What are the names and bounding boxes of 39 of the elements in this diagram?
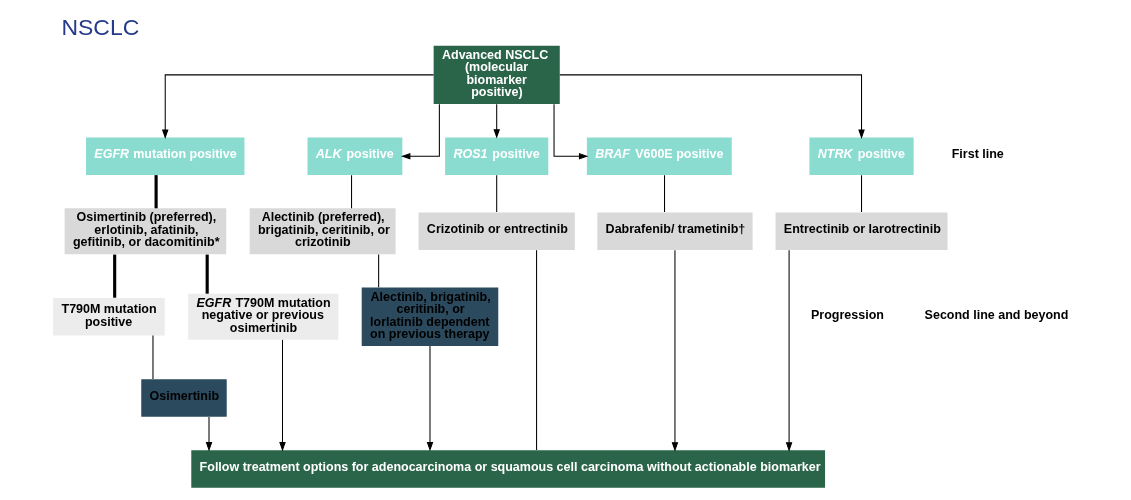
label: Second line and beyond [924, 307, 1069, 322]
node-box: Dabrafenib/ trametinib† [597, 212, 753, 250]
node-box: BRAF V600E positive [586, 137, 732, 175]
label: Progression [810, 307, 884, 322]
connector [664, 174, 666, 213]
connector [113, 254, 117, 298]
node-box: NTRK positive [809, 137, 914, 175]
node-box: ROS1 positive [445, 137, 549, 175]
node-box: Alectinib (preferred), brigatinib, ceritinib, or crizotinib [249, 208, 396, 255]
arrow [493, 103, 500, 139]
connector [154, 175, 158, 209]
node-box: Osimertinib [141, 379, 227, 417]
node-box: Entrectinib or larotrectinib [775, 212, 948, 250]
node-box: Follow treatment options for adenocarcinoma or squamous cell carcinoma without actionable biomarker [191, 450, 826, 488]
arrow [205, 416, 213, 452]
node-box: Alectinib, brigatinib, ceritinib, or lorlatinib dependent on previous therapy [361, 287, 499, 346]
node-box: EGFR mutation positive [86, 137, 245, 175]
connector [378, 254, 380, 288]
node-box: Crizotinib or entrectinib [418, 212, 575, 250]
arrow [553, 103, 589, 160]
node-box: T790M mutation positive [53, 297, 165, 336]
connector [536, 249, 538, 451]
arrow [426, 345, 434, 452]
arrow [161, 74, 435, 139]
label: First line [951, 147, 1004, 162]
connector [496, 174, 498, 213]
arrow [279, 339, 286, 452]
connector [205, 254, 209, 294]
arrow [559, 74, 865, 139]
node-box: ALK positive [307, 137, 403, 175]
connector [861, 174, 863, 213]
arrow [671, 249, 679, 452]
connector [351, 174, 353, 209]
node-box: Osimertinib (preferred), erlotinib, afatinib, gefitinib, or dacomitinib* [64, 208, 227, 255]
node-box: Advanced NSCLC (molecular biomarker positive) [433, 45, 560, 105]
arrow [785, 249, 793, 452]
diagram-title: NSCLC [61, 13, 140, 40]
node-box: EGFR T790M mutation negative or previous osimertinib [188, 293, 339, 340]
arrow [401, 103, 440, 160]
